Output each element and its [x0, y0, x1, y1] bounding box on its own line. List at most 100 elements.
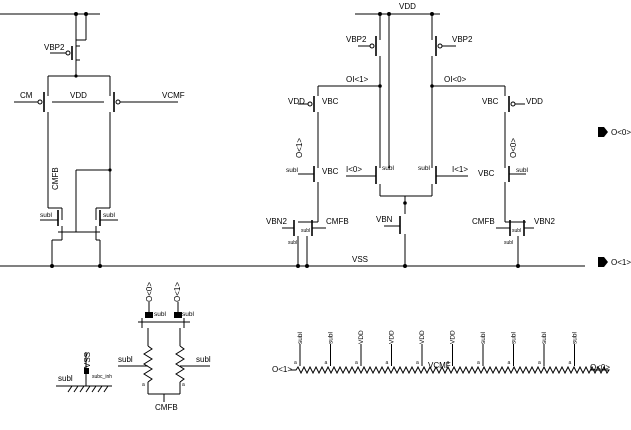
oi-one-label: OI<1>: [346, 75, 369, 84]
vbc-cr-label: VBC: [482, 97, 499, 106]
ladder-tap: subl a: [508, 332, 518, 366]
vcmf-label: VCMF: [162, 91, 185, 100]
cmfb-right-label: CMFB: [472, 217, 495, 226]
subl-bl-b: subl: [301, 228, 310, 234]
cmfb-left-label: CMFB: [326, 217, 349, 226]
ladder-tap: VDD a: [416, 330, 426, 366]
vdd-cr-label: VDD: [526, 97, 543, 106]
svg-text:a: a: [538, 360, 541, 366]
substrate-contact: VSS subc_inh subl: [56, 352, 112, 393]
svg-text:a: a: [182, 382, 185, 388]
subl-sub-label: subl: [58, 374, 73, 383]
svg-text:a: a: [508, 360, 511, 366]
subl-br-b: subl: [504, 240, 513, 246]
subl-div-right: subl: [196, 355, 211, 364]
i-zero-label: I<0>: [346, 165, 362, 174]
ladder-tap: subl a: [538, 332, 548, 366]
svg-text:a: a: [569, 360, 572, 366]
resistor-ladder: O<1> O<0> VCMF sublasublaVDDaVDDaVDDaVDD…: [272, 330, 610, 375]
vbn2-left-label: VBN2: [266, 217, 287, 226]
subl-bl-a: subl: [288, 240, 297, 246]
cmfb-divider: O<0> O<1> subl subl subl subl a a CMFB: [118, 282, 211, 412]
main-amplifier: VBP2 VBP2 OI<1> OI<0> VDD VBC: [266, 14, 555, 266]
port-o-zero-label: O<0>: [611, 128, 631, 137]
ladder-tap: VDD a: [447, 330, 457, 366]
vss-rail: VSS: [0, 255, 585, 268]
vbp2-right-label: VBP2: [452, 35, 473, 44]
nmos-vbn2-left: VBN2 CMFB subl subl: [266, 217, 349, 266]
cascode-left: VDD VBC O<1> subl VBC: [286, 86, 339, 222]
ladder-tap-label: subl: [572, 332, 579, 344]
vdd-cm-label: VDD: [70, 91, 87, 100]
ladder-tap: subl a: [325, 332, 335, 366]
svg-text:a: a: [386, 360, 389, 366]
input-pair: I<0> subl I<1> subl: [346, 165, 468, 214]
vss-rail-label: VSS: [352, 255, 368, 264]
vbn2-right-label: VBN2: [534, 217, 555, 226]
svg-text:a: a: [447, 360, 450, 366]
svg-text:a: a: [294, 360, 297, 366]
oi-zero-label: OI<0>: [444, 75, 467, 84]
ladder-taps: sublasublaVDDaVDDaVDDaVDDasublasublasubl…: [294, 330, 579, 366]
subl-cl-label: subl: [286, 167, 298, 174]
ladder-tap-label: VDD: [389, 330, 396, 344]
o-one-divider-label: O<1>: [173, 282, 182, 302]
subl-div-a: subl: [154, 311, 166, 318]
cmfb-divider-label: CMFB: [155, 403, 178, 412]
pmos-cm: CM: [14, 76, 49, 122]
nmos-vbn: VBN: [376, 215, 406, 266]
ladder-vcmf-label: VCMF: [428, 361, 451, 370]
ladder-tap-label: subl: [328, 332, 335, 344]
o-one-vert-label: O<1>: [295, 138, 304, 158]
nmos-pair-left: subl subl: [40, 207, 118, 266]
svg-text:a: a: [142, 382, 145, 388]
port-o-one[interactable]: O<1>: [598, 257, 631, 267]
o-zero-vert-label: O<0>: [509, 138, 518, 158]
cmfb-label: CMFB: [51, 167, 60, 190]
ladder-tap-label: subl: [541, 332, 548, 344]
vss-sub-label: VSS: [83, 352, 92, 368]
vbn-label: VBN: [376, 215, 393, 224]
cm-label: CM: [20, 91, 33, 100]
vdd-rail: VDD: [0, 2, 440, 16]
port-o-zero[interactable]: O<0>: [598, 127, 631, 137]
svg-text:a: a: [355, 360, 358, 366]
subl-ip-b: subl: [418, 165, 430, 172]
pmos-vbp2-right-b: VBP2: [431, 14, 473, 86]
subl-br-a: subl: [512, 228, 521, 234]
vdd-rail-label: VDD: [399, 2, 416, 11]
ladder-right-label: O<0>: [590, 363, 610, 372]
ladder-tap-label: VDD: [419, 330, 426, 344]
subl-left-a: subl: [40, 212, 52, 219]
ladder-tap: subl a: [294, 332, 304, 366]
vbp2-left-label: VBP2: [44, 43, 65, 52]
o-zero-divider-label: O<0>: [145, 282, 154, 302]
pmos-vbp2-right-a: VBP2: [346, 14, 381, 86]
subl-left-b: subl: [103, 212, 115, 219]
svg-text:a: a: [416, 360, 419, 366]
subl-div-b: subl: [182, 311, 194, 318]
vbc-cr2-label: VBC: [478, 169, 495, 178]
ladder-tap-label: subl: [511, 332, 518, 344]
i-one-label: I<1>: [452, 165, 468, 174]
ladder-left-label: O<1>: [272, 365, 292, 374]
ladder-tap-label: VDD: [450, 330, 457, 344]
subc-inh-label: subc_inh: [92, 374, 112, 380]
pmos-vcmf: VCMF: [109, 76, 185, 122]
ladder-tap: subl a: [569, 332, 579, 366]
svg-text:a: a: [477, 360, 480, 366]
pmos-vbp2-left: VBP2: [44, 14, 87, 62]
subl-ip-a: subl: [382, 165, 394, 172]
svg-text:a: a: [325, 360, 328, 366]
subl-div-left: subl: [118, 355, 133, 364]
port-o-one-label: O<1>: [611, 258, 631, 267]
cmfb-amplifier: VBP2 CM VDD VCMF CMFB: [14, 14, 185, 266]
ladder-tap: subl a: [477, 332, 487, 366]
nmos-vbn2-right: CMFB VBN2 subl subl: [472, 217, 555, 266]
subl-cr-label: subl: [516, 167, 528, 174]
ladder-tap-label: subl: [480, 332, 487, 344]
ladder-tap-label: subl: [297, 332, 304, 344]
vbc-cl2-label: VBC: [322, 167, 339, 176]
